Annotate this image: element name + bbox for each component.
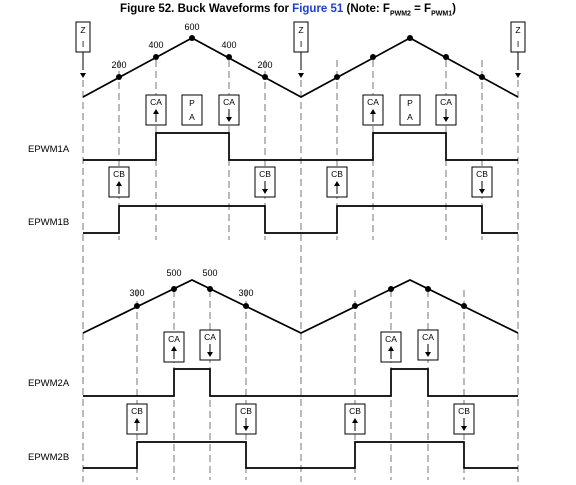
- compare-point-dot: [262, 74, 268, 80]
- counter2-value-label: 500: [166, 268, 181, 278]
- compare-a-up-box-label: CA: [168, 334, 180, 344]
- zero-action-label: I: [82, 39, 84, 49]
- figure-title: Figure 52. Buck Waveforms for Figure 51 …: [0, 3, 576, 17]
- compare-point-dot: [370, 54, 376, 60]
- arrow-up-icon: [334, 181, 340, 186]
- zero-action-label: I: [517, 39, 519, 49]
- arrow-down-icon: [262, 189, 268, 194]
- counter2-waveform: [82, 279, 519, 334]
- arrow-down-icon: [298, 73, 304, 78]
- epwm1a-label: EPWM1A: [28, 144, 70, 155]
- compare-point-dot: [479, 74, 485, 80]
- compare-point-dot: [407, 35, 413, 41]
- counter2-value-label: 500: [202, 268, 217, 278]
- arrow-down-icon: [479, 189, 485, 194]
- arrow-down-icon: [425, 352, 431, 357]
- compare-point-dot: [207, 286, 213, 292]
- period-event-box: [399, 94, 421, 126]
- compare-b-up-box-label: CB: [349, 406, 361, 416]
- arrow-down-icon: [80, 73, 86, 78]
- counter2-value-label: 300: [238, 288, 253, 298]
- counter1-value-label: 600: [184, 22, 199, 32]
- compare-point-dot: [189, 35, 195, 41]
- compare-a-down-box-label: CA: [223, 97, 235, 107]
- compare-a-up-box-label: CA: [367, 97, 379, 107]
- arrow-up-icon: [116, 181, 122, 186]
- compare-point-dot: [134, 303, 140, 309]
- counter1-value-label: 200: [111, 60, 126, 70]
- zero-event-label: Z: [298, 25, 303, 35]
- compare-b-down-box-label: CB: [259, 169, 271, 179]
- counter1-value-label: 400: [148, 40, 163, 50]
- compare-a-down-box-label: CA: [440, 97, 452, 107]
- arrow-up-icon: [153, 109, 159, 114]
- compare-b-down-box-label: CB: [458, 406, 470, 416]
- period-event-label: P: [189, 98, 195, 108]
- compare-point-dot: [171, 286, 177, 292]
- compare-b-down-box-label: CB: [476, 169, 488, 179]
- zero-event-label: Z: [80, 25, 85, 35]
- compare-a-up-box-label: CA: [385, 334, 397, 344]
- counter2-value-label: 300: [129, 288, 144, 298]
- compare-b-up-box-label: CB: [331, 169, 343, 179]
- figure-link[interactable]: Figure 51: [292, 3, 344, 15]
- epwm2a-waveform: [83, 368, 518, 397]
- compare-point-dot: [352, 303, 358, 309]
- compare-b-up-box-label: CB: [131, 406, 143, 416]
- arrow-down-icon: [207, 352, 213, 357]
- arrow-up-icon: [171, 346, 177, 351]
- title-sub-pwm2: PWM2: [389, 10, 411, 18]
- period-event-label: P: [407, 98, 413, 108]
- title-prefix: Figure 52. Buck Waveforms for: [120, 3, 293, 15]
- title-note-close: ): [452, 3, 456, 15]
- compare-a-down-box-label: CA: [422, 332, 434, 342]
- arrow-up-icon: [388, 346, 394, 351]
- compare-point-dot: [425, 286, 431, 292]
- arrow-down-icon: [461, 426, 467, 431]
- compare-point-dot: [153, 54, 159, 60]
- compare-point-dot: [116, 74, 122, 80]
- compare-point-dot: [334, 74, 340, 80]
- compare-b-down-box-label: CB: [240, 406, 252, 416]
- zero-action-label: I: [300, 39, 302, 49]
- arrow-up-icon: [134, 418, 140, 423]
- compare-point-dot: [226, 54, 232, 60]
- compare-point-dot: [243, 303, 249, 309]
- arrow-down-icon: [515, 73, 521, 78]
- counter1-value-label: 200: [257, 60, 272, 70]
- compare-a-down-box-label: CA: [204, 332, 216, 342]
- title-sub-pwm1: PWM1: [431, 10, 453, 18]
- arrow-down-icon: [443, 117, 449, 122]
- compare-a-up-box-label: CA: [150, 97, 162, 107]
- epwm1b-waveform: [83, 205, 518, 234]
- compare-point-dot: [388, 286, 394, 292]
- epwm1b-label: EPWM1B: [28, 217, 69, 228]
- epwm1a-waveform: [83, 132, 518, 161]
- period-action-label: A: [407, 112, 413, 122]
- compare-b-up-box-label: CB: [113, 169, 125, 179]
- epwm2b-label: EPWM2B: [28, 452, 69, 463]
- period-event-box: [181, 94, 203, 126]
- zero-event-label: Z: [515, 25, 520, 35]
- arrow-up-icon: [352, 418, 358, 423]
- title-note-open: (Note: F: [343, 3, 390, 15]
- compare-point-dot: [443, 54, 449, 60]
- arrow-down-icon: [243, 426, 249, 431]
- epwm2a-label: EPWM2A: [28, 378, 70, 389]
- title-note-mid: = F: [410, 3, 432, 15]
- compare-point-dot: [461, 303, 467, 309]
- arrow-up-icon: [370, 109, 376, 114]
- epwm2b-waveform: [83, 441, 518, 469]
- period-action-label: A: [189, 112, 195, 122]
- counter1-value-label: 400: [221, 40, 236, 50]
- arrow-down-icon: [226, 117, 232, 122]
